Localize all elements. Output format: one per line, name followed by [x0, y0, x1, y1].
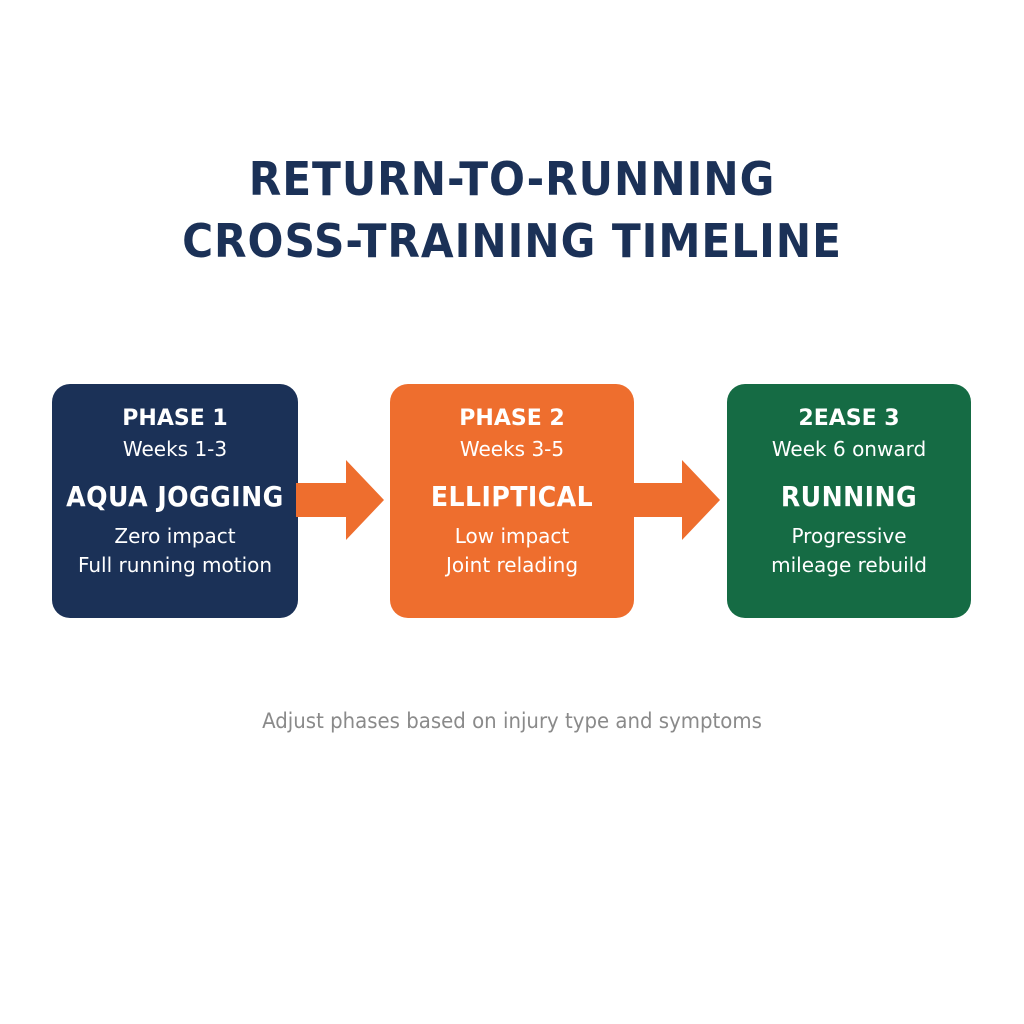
- phase-1-desc-line-1: Zero impact: [114, 524, 236, 548]
- title-line-1: RETURN-TO-RUNNING: [248, 152, 776, 206]
- diagram-title: RETURN-TO-RUNNING CROSS-TRAINING TIMELIN…: [41, 148, 983, 272]
- phase-2-box: PHASE 2 Weeks 3-5 ELLIPTICAL Low impact …: [390, 384, 634, 618]
- phase-3-description: Progressive mileage rebuild: [727, 522, 971, 580]
- phase-1-activity: AQUA JOGGING: [66, 480, 284, 513]
- phase-1-box: PHASE 1 Weeks 1-3 AQUA JOGGING Zero impa…: [52, 384, 298, 618]
- phase-1-weeks: Weeks 1-3: [122, 437, 228, 461]
- phase-3-desc-line-1: Progressive: [791, 524, 907, 548]
- phase-1-label: PHASE 1: [122, 406, 228, 431]
- phase-2-label: PHASE 2: [459, 406, 565, 431]
- arrow-right-icon: [632, 460, 720, 540]
- phase-3-activity: RUNNING: [780, 480, 918, 513]
- phase-2-desc-line-2: Joint relading: [445, 553, 579, 577]
- phase-1-description: Zero impact Full running motion: [52, 522, 298, 580]
- phase-2-desc-line-1: Low impact: [454, 524, 570, 548]
- phase-3-label: 2EASE 3: [798, 406, 900, 431]
- phase-3-weeks: Week 6 onward: [771, 437, 927, 461]
- arrow-1-shape: [296, 460, 384, 540]
- footnote: Adjust phases based on injury type and s…: [262, 709, 762, 733]
- phase-2-description: Low impact Joint relading: [390, 522, 634, 580]
- phase-2-weeks: Weeks 3-5: [459, 437, 565, 461]
- phase-3-box: 2EASE 3 Week 6 onward RUNNING Progressiv…: [727, 384, 971, 618]
- phase-2-activity: ELLIPTICAL: [430, 480, 594, 513]
- title-line-2: CROSS-TRAINING TIMELINE: [182, 214, 842, 268]
- arrow-right-icon: [296, 460, 384, 540]
- phase-3-desc-line-2: mileage rebuild: [771, 553, 927, 577]
- arrow-2-shape: [632, 460, 720, 540]
- phase-1-desc-line-2: Full running motion: [77, 553, 273, 577]
